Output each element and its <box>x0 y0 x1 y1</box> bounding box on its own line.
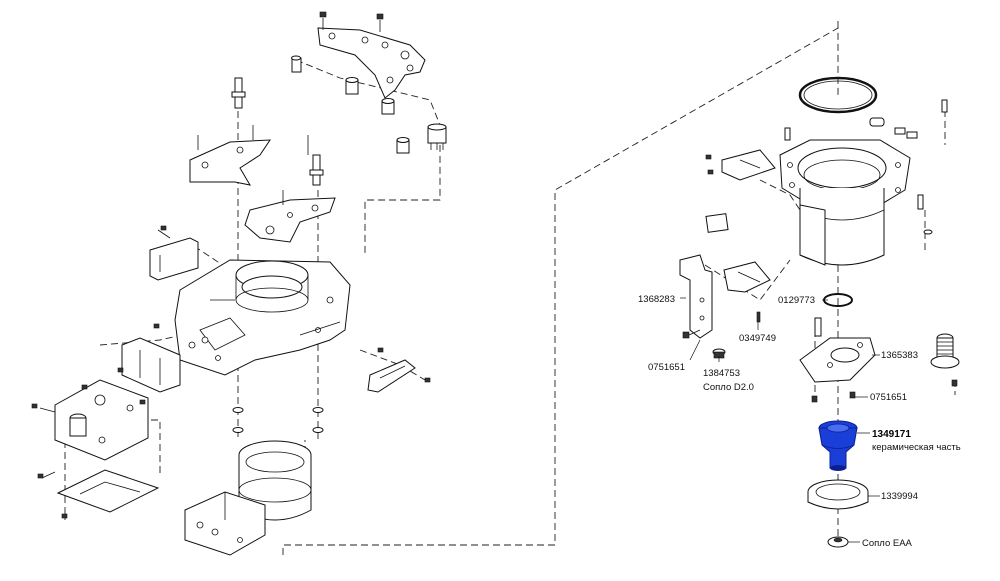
label-nozzle-eaa: Сопло EAA <box>862 538 913 549</box>
cover-plate <box>56 469 160 513</box>
label-0349749: 0349749 <box>739 333 776 344</box>
label-1349171: 1349171 <box>872 429 911 440</box>
leader-lines <box>680 297 880 543</box>
bushings <box>291 55 410 154</box>
screw-0751651-left <box>682 329 701 339</box>
side-bracket-left <box>149 229 199 281</box>
right-assembly <box>679 76 960 548</box>
pin-0349749 <box>756 311 761 323</box>
mounting-plate <box>39 379 149 479</box>
label-nozzle-d20: Сопло D2.0 <box>703 382 754 393</box>
connector-plug <box>427 123 447 150</box>
washers <box>232 407 324 433</box>
label-1368283: 1368283 <box>638 294 675 305</box>
side-clip-right <box>367 359 416 393</box>
nozzle-eaa <box>827 536 849 548</box>
screws-left <box>31 225 431 519</box>
right-fitting <box>930 333 960 387</box>
standoff-pins <box>231 77 324 186</box>
upper-housing <box>779 139 911 266</box>
left-assembly <box>31 11 447 556</box>
main-housing <box>174 259 351 376</box>
upper-bracket <box>705 149 776 181</box>
sensor-plate-1365383 <box>799 317 876 383</box>
label-0129773: 0129773 <box>778 295 815 306</box>
ring-1339994 <box>807 479 869 510</box>
label-1365383: 1365383 <box>881 350 918 361</box>
screw-right-b <box>849 391 856 399</box>
label-1384753: 1384753 <box>703 368 740 379</box>
tall-bracket-1368283 <box>679 254 713 339</box>
ceramic-part-1349171 <box>818 420 858 471</box>
label-0751651-left: 0751651 <box>648 362 685 373</box>
part-labels: 1368283 0751651 1384753 Сопло D2.0 03497… <box>638 294 961 549</box>
top-bracket-plate <box>317 11 426 99</box>
square-pad <box>705 213 729 233</box>
clamp-plate-upper <box>189 125 271 186</box>
small-fasteners-right <box>784 99 948 235</box>
label-1339994: 1339994 <box>881 491 918 502</box>
terminal-blocks <box>121 337 181 393</box>
screw-0751651-right <box>811 395 818 403</box>
label-0751651-right: 0751651 <box>870 392 907 403</box>
label-ceramic-part: керамическая часть <box>872 442 961 453</box>
mid-bracket <box>723 261 771 293</box>
top-o-ring <box>798 76 878 114</box>
clamp-plate-lower <box>244 135 336 243</box>
lower-block <box>184 491 266 556</box>
